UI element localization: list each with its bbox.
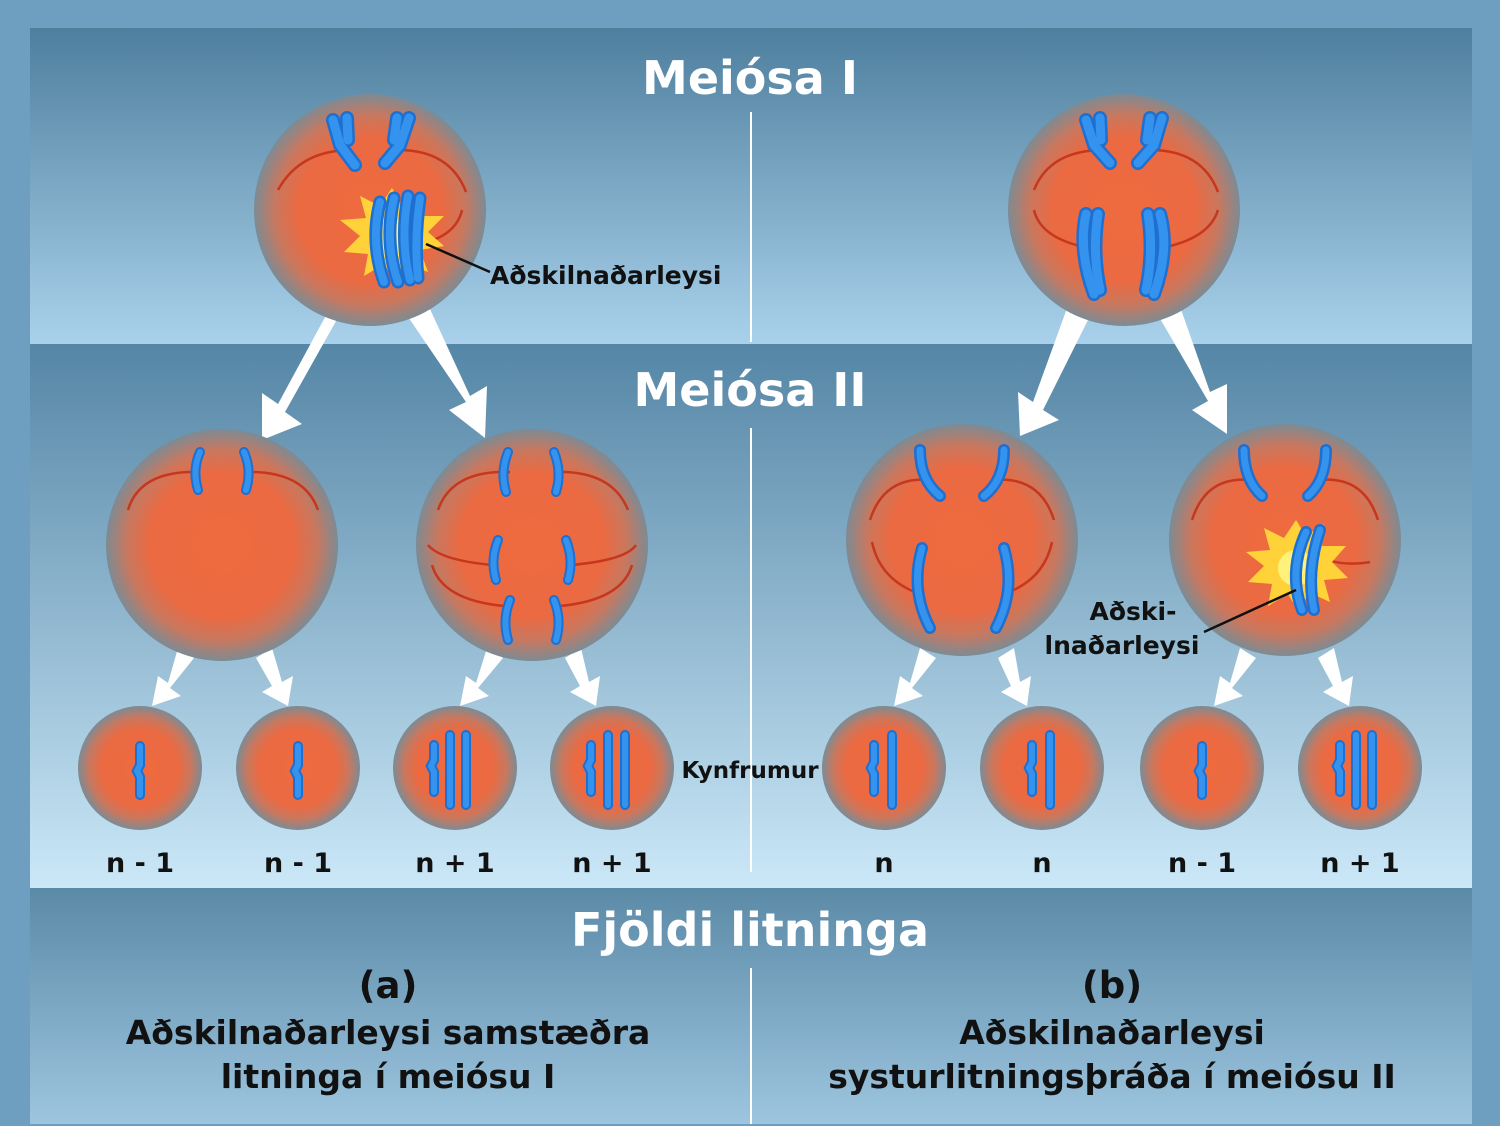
gamete-a3 <box>393 706 517 830</box>
gamete-a1 <box>78 706 202 830</box>
cell-meiosis-2-a1 <box>106 429 338 661</box>
count-b3: n - 1 <box>1168 848 1236 879</box>
arrow-b2-right <box>1318 648 1353 706</box>
arrow-m1a-left <box>262 300 340 440</box>
arrow-a1-left <box>152 648 194 706</box>
arrow-a2-right <box>565 648 600 706</box>
cell-meiosis-2-b1 <box>846 424 1078 656</box>
count-b4: n + 1 <box>1320 848 1399 879</box>
cell-meiosis-2-a2 <box>416 429 648 661</box>
panel-a-caption-line1: Aðskilnaðarleysi samstæðra <box>126 1013 651 1052</box>
arrow-m1a-right <box>402 296 487 438</box>
cell-meiosis-2-b2 <box>1169 424 1401 656</box>
nondisjunction-pointer-b <box>1203 588 1297 634</box>
gamete-b1 <box>822 706 946 830</box>
cell-meiosis-1-a <box>254 94 486 326</box>
arrow-a2-left <box>460 648 503 706</box>
gamete-b4 <box>1298 706 1422 830</box>
gamete-b2 <box>980 706 1104 830</box>
nondisjunction-pointer-a <box>425 242 491 274</box>
arrow-b2-left <box>1214 648 1256 706</box>
count-b1: n <box>874 848 893 879</box>
gamete-a2 <box>236 706 360 830</box>
gametes-panel-b <box>822 706 1422 830</box>
gamete-b3 <box>1140 706 1264 830</box>
arrow-m1b-right <box>1155 298 1227 434</box>
gametes-panel-a <box>78 706 674 830</box>
meiosis-2-header: Meiósa II <box>633 363 866 417</box>
nondisjunction-label-b-line1: Aðski- <box>1090 597 1177 626</box>
panel-a-caption-line2: litninga í meiósu I <box>221 1057 556 1096</box>
arrow-m1b-left <box>1018 300 1092 436</box>
panel-a-letter: (a) <box>359 964 418 1007</box>
chromosome-count-header: Fjöldi litninga <box>571 903 929 957</box>
gamete-a4 <box>550 706 674 830</box>
cell-meiosis-1-b <box>1008 94 1240 326</box>
arrows <box>152 296 1353 706</box>
count-b2: n <box>1032 848 1051 879</box>
arrow-a1-right <box>256 648 293 706</box>
arrow-b1-right <box>998 648 1031 706</box>
count-a4: n + 1 <box>572 848 651 879</box>
count-a2: n - 1 <box>264 848 332 879</box>
count-a3: n + 1 <box>415 848 494 879</box>
panel-b-caption-line2: systurlitningsþráða í meiósu II <box>828 1057 1396 1096</box>
nondisjunction-label-a: Aðskilnaðarleysi <box>490 261 721 290</box>
nondisjunction-label-b-line2: lnaðarleysi <box>1045 631 1200 660</box>
meiosis-1-header: Meiósa I <box>642 51 858 105</box>
count-a1: n - 1 <box>106 848 174 879</box>
panel-b-caption-line1: Aðskilnaðarleysi <box>959 1013 1265 1052</box>
arrow-b1-left <box>894 648 936 706</box>
panel-b-letter: (b) <box>1082 964 1142 1007</box>
gametes-label: Kynfrumur <box>681 758 819 784</box>
